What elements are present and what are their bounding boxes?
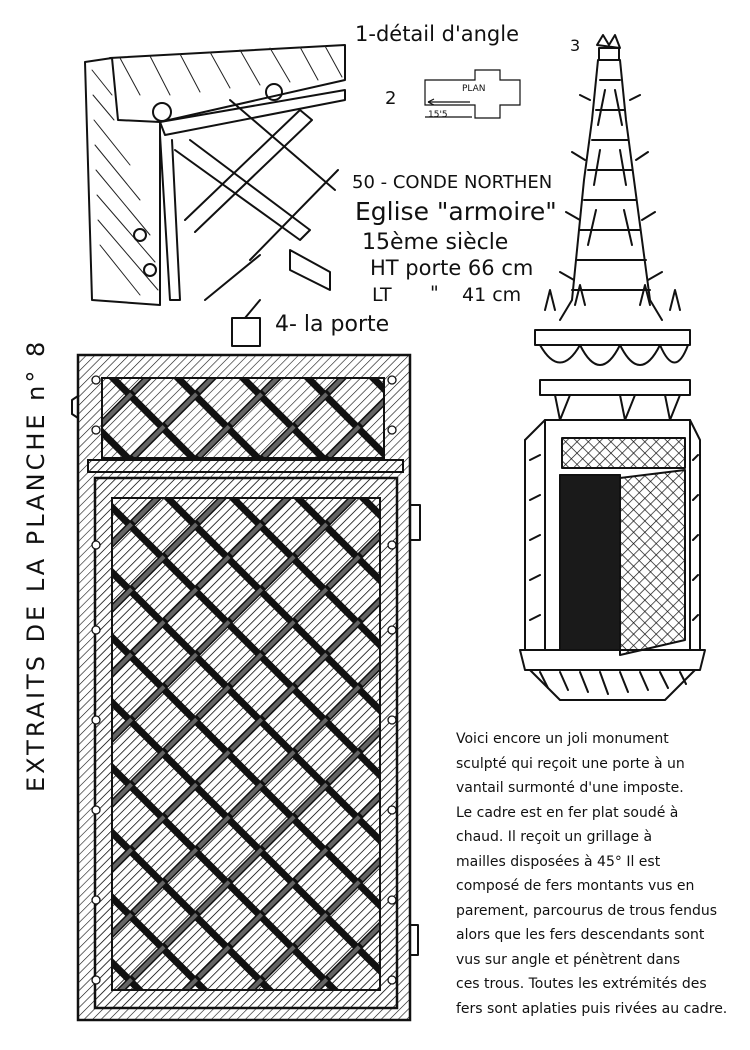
description-line: fers sont aplaties puis rivées au cadre. [456, 1000, 728, 1017]
description-line: sculpté qui reçoit une porte à un [456, 755, 685, 772]
description-line: parement, parcourus de trous fendus [456, 902, 718, 919]
width-value: 41 cm [462, 284, 522, 306]
subtitle: Eglise "armoire" [355, 197, 557, 226]
door-height: HT porte 66 cm [370, 256, 534, 280]
width-ditto: " [430, 282, 439, 304]
spire-number: 3 [570, 36, 581, 55]
century: 15ème siècle [362, 230, 509, 255]
plan-number: 2 [385, 88, 397, 109]
description-line: alors que les fers descendants sont [456, 927, 705, 943]
plan-word: PLAN [462, 84, 486, 94]
door-label: 4- la porte [275, 312, 390, 337]
description-line: vantail surmonté d'une imposte. [456, 780, 684, 796]
description-line: composé de fers montants vus en [456, 878, 695, 894]
width-label: LT [372, 284, 392, 306]
number-title: 50 - CONDE NORTHEN [352, 172, 553, 193]
description-line: chaud. Il reçoit un grillage à [456, 829, 653, 845]
description-line: mailles disposées à 45° Il est [456, 853, 661, 870]
description-line: Voici encore un joli monument [456, 731, 669, 747]
description-line: vus sur angle et pénètrent dans [456, 951, 681, 968]
side-title: EXTRAITS DE LA PLANCHE n° 8 [22, 338, 50, 792]
detail-label: 1-détail d'angle [355, 22, 520, 46]
plan-dimension: 15'5 [428, 110, 448, 120]
description: Voici encore un joli monument sculpté qu… [456, 727, 741, 1021]
description-line: ces trous. Toutes les extrémités des [456, 976, 707, 992]
description-line: Le cadre est en fer plat soudé à [456, 804, 679, 821]
